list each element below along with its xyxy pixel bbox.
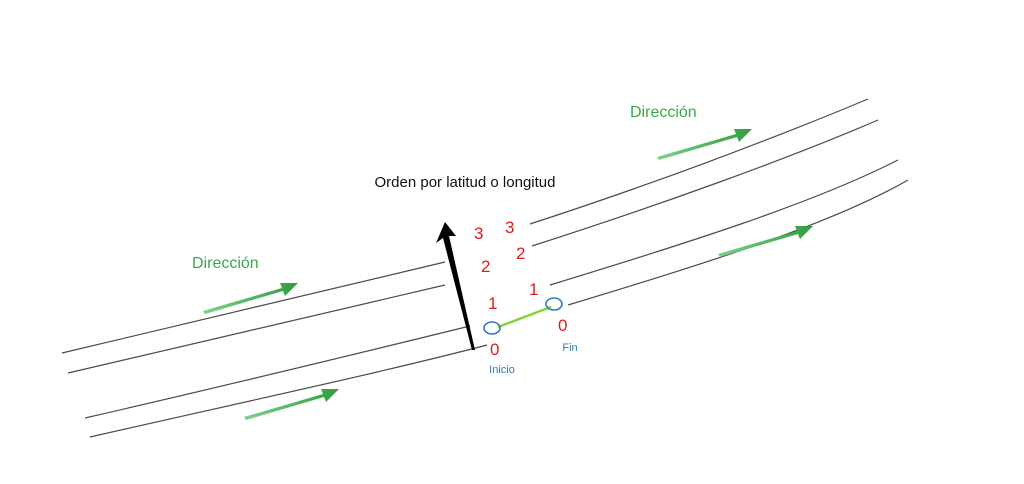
road-line-upper-outer-left (61, 261, 446, 354)
lane-number-left-0: 0 (490, 340, 499, 359)
end-point-marker (545, 297, 563, 311)
road-line-upper-inner-left (67, 284, 446, 374)
road-line-lower-outer-right (549, 159, 899, 286)
lane-number-right-2: 2 (516, 244, 525, 263)
start-label: Inicio (489, 364, 515, 376)
start-point-marker (483, 321, 501, 335)
road-line-lower-outer-left (84, 325, 471, 419)
lane-number-left-1: 1 (488, 294, 497, 313)
direction-arrow-right-upper (657, 129, 752, 160)
end-label: Fin (562, 342, 577, 354)
order-title: Orden por latitud o longitud (375, 174, 556, 191)
lane-number-right-3: 3 (505, 218, 514, 237)
road-line-upper-outer-right (529, 98, 869, 225)
order-arrow (436, 222, 475, 350)
direction-label-right: Dirección (630, 104, 697, 121)
road-line-lower-inner-right (567, 179, 909, 306)
segment-line (497, 305, 552, 329)
direction-arrow-left-lower (244, 389, 339, 420)
direction-arrow-left-upper (203, 283, 298, 314)
road-line-lower-inner-left (89, 344, 488, 438)
lane-number-left-2: 2 (481, 257, 490, 276)
lane-number-left-3: 3 (474, 224, 483, 243)
direction-arrow-right-lower (718, 226, 813, 257)
lane-number-right-1: 1 (529, 280, 538, 299)
direction-label-left: Dirección (192, 255, 259, 272)
road-line-upper-inner-right (531, 119, 879, 247)
lane-number-right-0: 0 (558, 316, 567, 335)
